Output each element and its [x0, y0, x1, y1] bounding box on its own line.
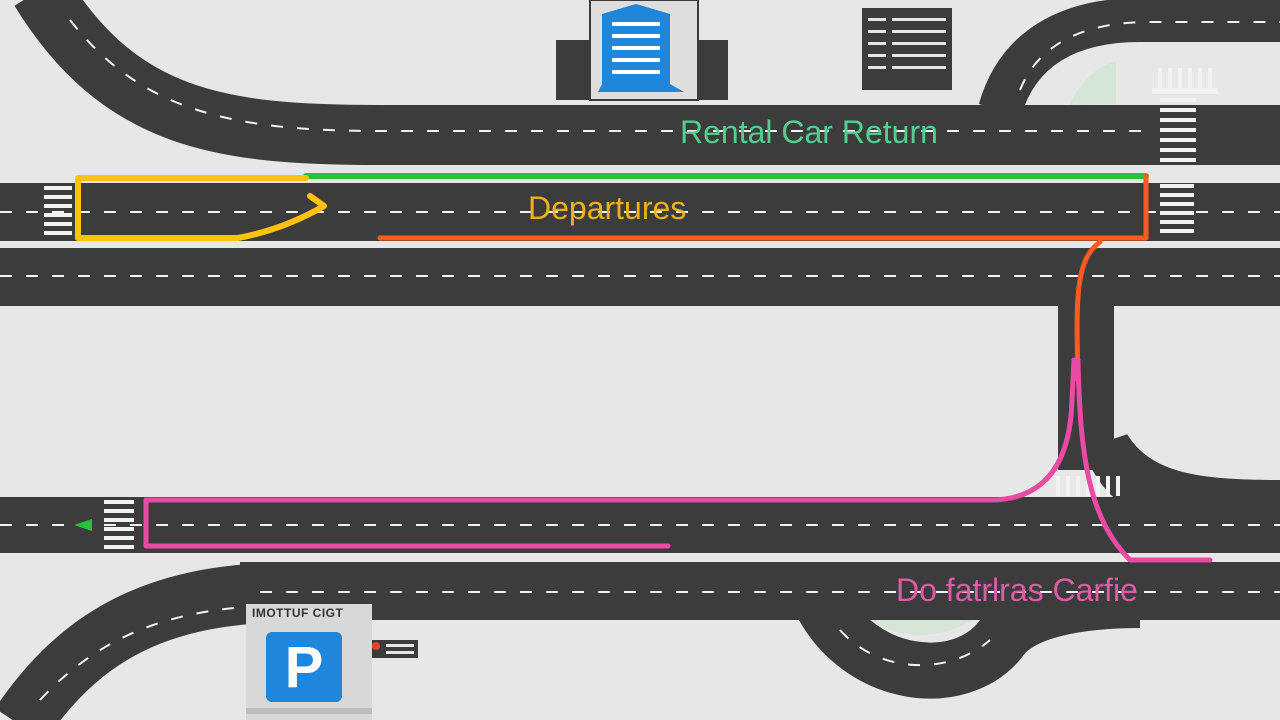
arrow-left-icon — [74, 519, 92, 531]
parking-p-icon: P — [266, 632, 342, 702]
crosswalk-lower-left — [104, 500, 134, 549]
parking-sign-caption: IMOTTUF CIGT — [252, 606, 344, 620]
departures-loop — [75, 175, 327, 241]
terminal-building-icon — [556, 0, 728, 101]
crosswalk-upper-right — [1160, 98, 1196, 162]
departures-carline-label: Do fatrlras Carfie — [896, 572, 1138, 608]
rental-car-return-label: Rental Car Return — [680, 114, 938, 150]
road-upper-curve — [14, 0, 1150, 165]
lane-markings — [0, 19, 1280, 701]
crosswalk-ramp — [1056, 476, 1120, 496]
route-lines — [74, 173, 1213, 563]
road-upper-right — [978, 0, 1280, 117]
departures-label: Departures — [528, 190, 687, 226]
departures-route — [377, 173, 1149, 383]
road-bottom-left-curve — [0, 562, 301, 720]
parking-garage-icon — [862, 8, 952, 90]
crosswalk-right-departures — [1160, 184, 1194, 233]
crosswalk-left-departures — [44, 186, 72, 235]
crosswalk-top-right-vertical — [1152, 68, 1218, 94]
crosswalk-icon — [44, 68, 1218, 549]
departures-carline-route — [143, 357, 1213, 563]
